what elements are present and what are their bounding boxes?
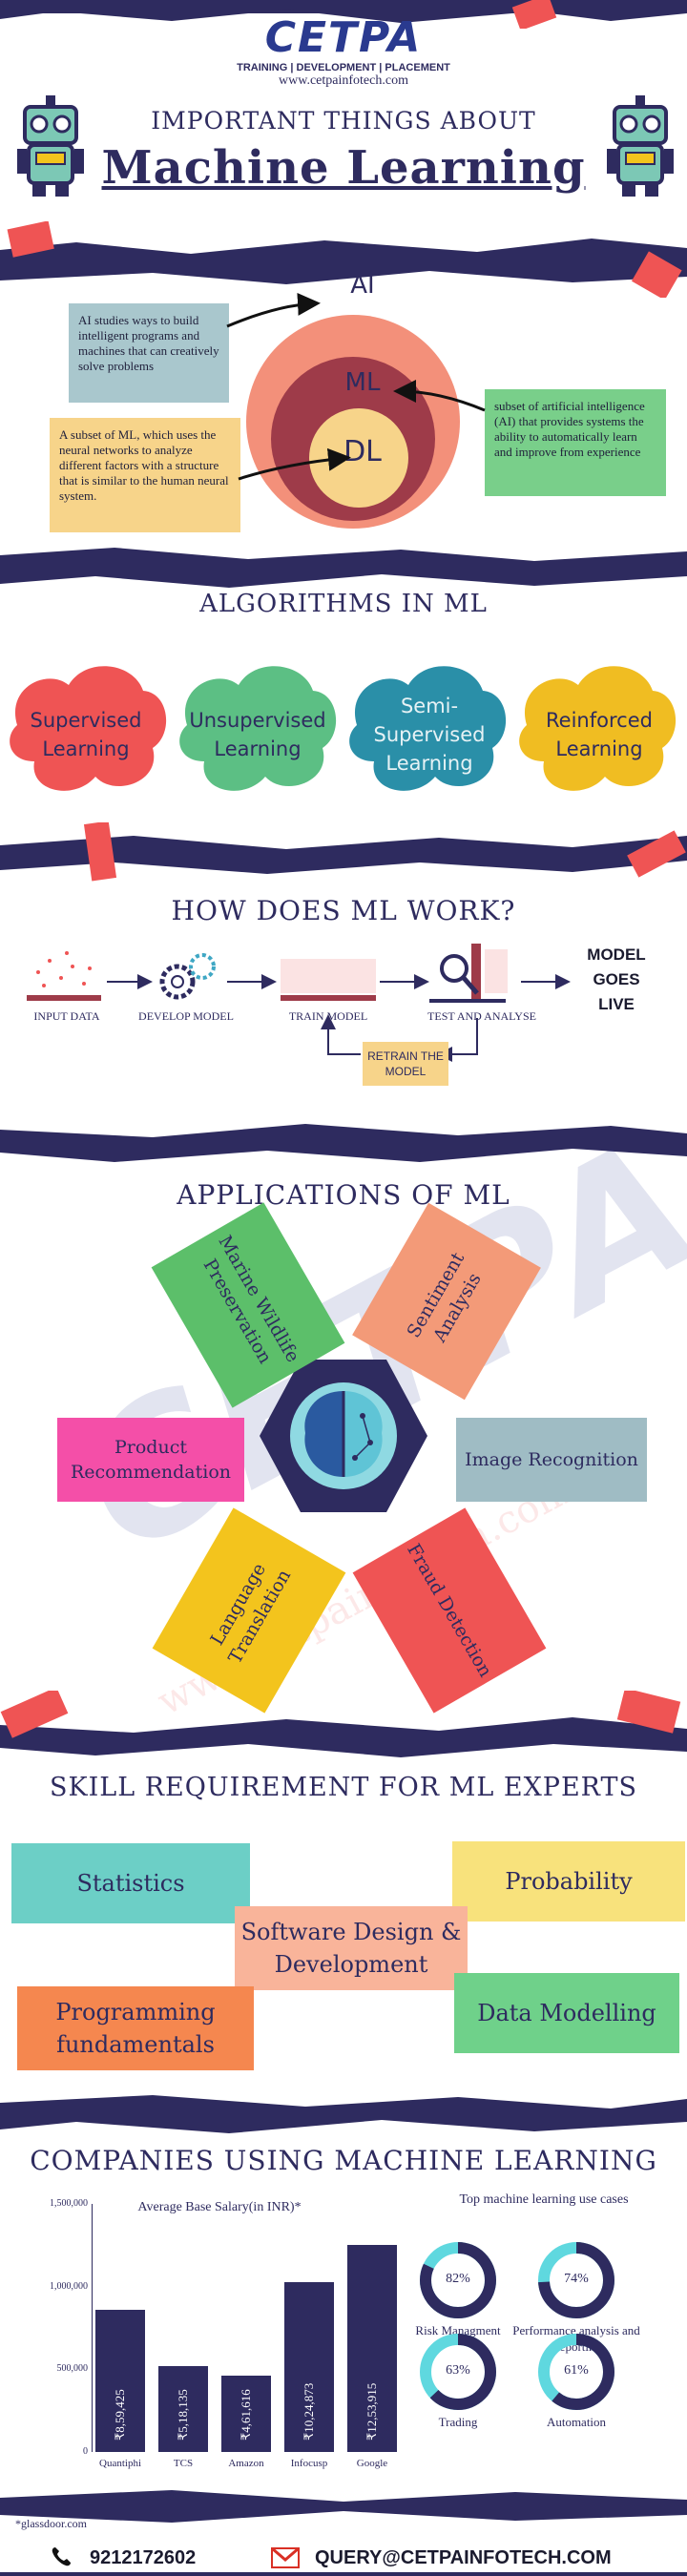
top-banner-brush (0, 0, 687, 29)
chart-bar (347, 2244, 397, 2452)
use-case-percent: 63% (446, 2363, 470, 2378)
footer-phone[interactable]: 9212172602 (90, 2547, 197, 2568)
divider-brush (0, 2095, 687, 2133)
chart-y-tick-label: 500,000 (56, 2363, 89, 2375)
footer-email[interactable]: QUERY@CETPAINFOTECH.COM (315, 2547, 612, 2568)
use-case-donut-fill (538, 2242, 614, 2318)
use-case-donut (538, 2334, 614, 2410)
circle-label-ai: AI (350, 271, 375, 300)
chart-category-label: Amazon (228, 2458, 264, 2469)
salary-chart-title: Average Base Salary(in INR)* (137, 2200, 302, 2214)
chart-bar (221, 2375, 271, 2452)
use-case-donut (420, 2242, 496, 2318)
retrain-model-box: RETRAIN THE MODEL (363, 1042, 448, 1086)
algorithm-unsupervised: Unsupervised Learning (189, 709, 326, 760)
skill-statistics: Statistics (11, 1843, 250, 1923)
use-case-label: Risk Managment (415, 2323, 501, 2337)
use-case-donut (420, 2334, 496, 2410)
step-test-analyse: TEST AND ANALYSE (427, 1009, 536, 1023)
use-case-percent: 61% (564, 2363, 589, 2378)
chart-bar-value-label: ₹5,18,135 (176, 2389, 190, 2441)
ai-description: AI studies ways to build intelligent pro… (69, 303, 229, 403)
app-product-recommendation: Product Recommendation (57, 1418, 244, 1502)
chart-bar (158, 2366, 208, 2452)
skill-probability: Probability (452, 1841, 685, 1922)
companies-title: COMPANIES USING MACHINE LEARNING (30, 2145, 657, 2176)
page-title: Machine Learning (101, 141, 586, 195)
use-cases-title: Top machine learning use cases (459, 2192, 629, 2207)
use-case-donut (538, 2242, 614, 2318)
step-train-model: TRAIN MODEL (288, 1009, 368, 1023)
use-case-label: Automation (546, 2415, 607, 2429)
use-case-donut-fill (420, 2242, 496, 2318)
chart-category-label: Infocusp (290, 2458, 328, 2469)
chart-category-label: Quantiphi (99, 2458, 141, 2469)
use-case-percent: 82% (446, 2272, 470, 2286)
email-icon (271, 2547, 300, 2568)
chart-bar (95, 2310, 145, 2452)
divider-brush (0, 1124, 687, 1162)
chart-y-tick-label: 1,500,000 (50, 2198, 88, 2209)
robot-icon (607, 95, 674, 197)
step-develop-model: DEVELOP MODEL (138, 1009, 234, 1023)
skill-data-modelling: Data Modelling (454, 1973, 679, 2053)
title-line-1: IMPORTANT THINGS ABOUT (151, 107, 536, 135)
chart-bar-value-label: ₹12,53,915 (364, 2382, 379, 2441)
use-case-percent: 74% (564, 2272, 589, 2286)
chart-bar-value-label: ₹4,61,616 (239, 2389, 253, 2441)
skill-software-design: Software Design & Development (235, 1906, 468, 1990)
bottom-stripe (0, 2572, 687, 2576)
algorithm-blobs (10, 666, 677, 791)
use-case-donut-fill (538, 2334, 614, 2410)
brand-block: CETPA TRAINING | DEVELOPMENT | PLACEMENT… (0, 13, 687, 89)
how-title: HOW DOES ML WORK? (171, 895, 516, 926)
brain-hexagon-icon (260, 1360, 427, 1512)
applications-title: APPLICATIONS OF ML (177, 1179, 510, 1211)
chart-y-tick-label: 0 (83, 2446, 88, 2457)
divider-brush (0, 822, 687, 882)
use-case-donut-fill (420, 2334, 496, 2410)
use-case-label: Trading (438, 2415, 478, 2429)
step-input-data: INPUT DATA (33, 1009, 100, 1023)
circle-label-ml: ML (344, 368, 381, 397)
chart-y-axis (92, 2204, 93, 2452)
algorithms-title: ALGORITHMS IN ML (199, 590, 488, 618)
venn-arrows (226, 292, 486, 481)
ml-description: subset of artificial intelligence (AI) t… (485, 389, 666, 496)
divider-brush (0, 548, 687, 588)
chart-category-label: TCS (173, 2458, 194, 2469)
chart-bar-value-label: ₹8,59,425 (113, 2389, 127, 2441)
divider-brush (0, 221, 687, 298)
dl-description: A subset of ML, which uses the neural ne… (50, 418, 240, 532)
chart-category-label: Google (356, 2458, 388, 2469)
brand-logo[interactable]: CETPA (264, 13, 423, 62)
use-case-label: Performance analysis and Reporting (512, 2323, 640, 2354)
step-model-goes-live: MODEL GOES LIVE (587, 945, 646, 1013)
ml-workflow-diagram (27, 944, 571, 1062)
algorithm-supervised: Supervised Learning (30, 709, 142, 760)
divider-brush (0, 2490, 687, 2523)
source-note: *glassdoor.com (15, 2517, 87, 2530)
app-image-recognition: Image Recognition (456, 1418, 647, 1502)
skill-programming: Programming fundamentals (17, 1986, 254, 2070)
brand-tagline: TRAINING | DEVELOPMENT | PLACEMENT (237, 62, 450, 73)
algorithm-reinforced: Reinforced Learning (546, 709, 653, 760)
chart-bar (284, 2282, 334, 2452)
brand-url[interactable]: www.cetpainfotech.com (279, 73, 408, 88)
skills-title: SKILL REQUIREMENT FOR ML EXPERTS (49, 1773, 638, 1802)
robot-icon (17, 95, 84, 197)
algorithm-semi-supervised: Semi-Supervised Learning (373, 695, 486, 775)
chart-y-tick-label: 1,000,000 (50, 2280, 88, 2292)
chart-bar-value-label: ₹10,24,873 (302, 2382, 316, 2441)
phone-icon (52, 2547, 71, 2566)
divider-brush (0, 1691, 687, 1757)
